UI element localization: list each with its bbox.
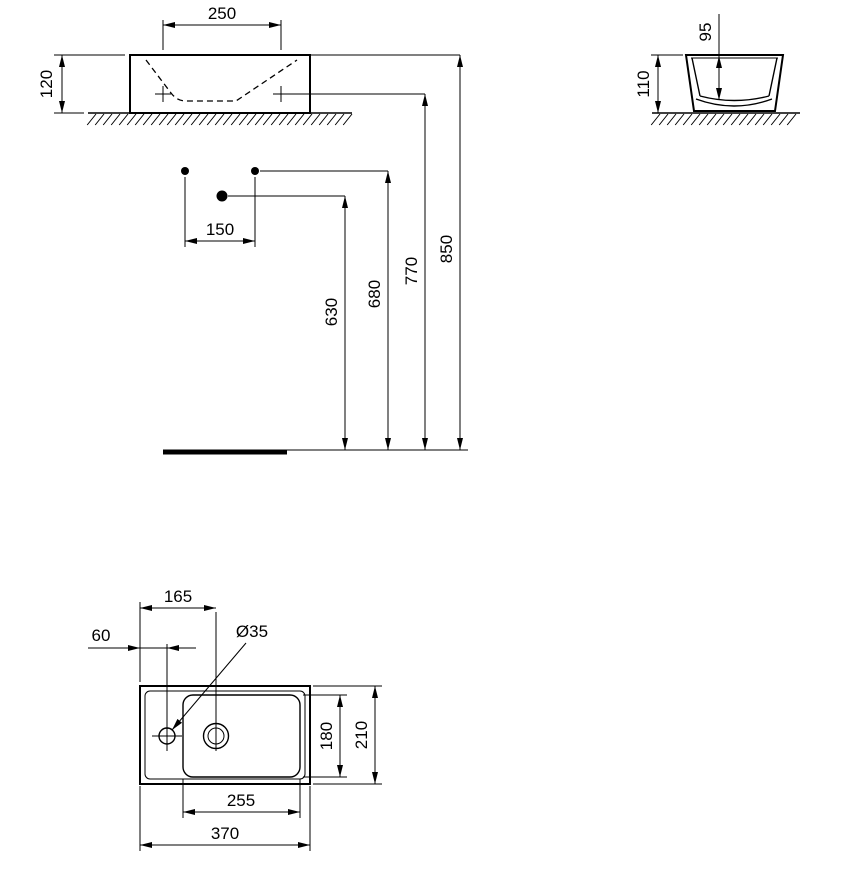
side-view: 95 110 [634, 14, 800, 126]
plan-view: 165 60 Ø35 180 210 [88, 587, 382, 851]
dim-bowl-width: 255 [182, 779, 301, 818]
dim-drain-height: 630 [322, 196, 348, 450]
basin-front-hidden-bowl [145, 59, 298, 102]
mounting-hole-right [251, 167, 259, 175]
basin-plan-outline [139, 685, 311, 785]
dim-tap-height: 770 [402, 94, 428, 450]
dim-rim-height: 850 [437, 55, 463, 450]
dim-bowl-depth-side-label: 95 [696, 23, 715, 42]
dim-bowl-width-label: 255 [227, 791, 255, 810]
tap-hole-diameter-callout: Ø35 [171, 622, 268, 731]
tap-hole-marks-front [155, 86, 289, 102]
wall-hatch-side [650, 113, 797, 126]
basin-plan-bowl [182, 694, 301, 778]
wall-hatch-front [86, 113, 353, 126]
drain-outlet-point [216, 190, 228, 202]
dim-side-height: 110 [634, 54, 683, 113]
basin-plan-rim [144, 690, 306, 780]
dim-drain-offset-label: 165 [164, 587, 192, 606]
dim-side-height-label: 110 [634, 70, 653, 97]
dim-bowl-depth-plan: 180 [303, 694, 347, 778]
dim-overall-width-label: 370 [211, 824, 239, 843]
dim-drain-height-label: 630 [322, 298, 341, 326]
dim-tap-spacing: 250 [162, 4, 282, 50]
dim-front-height-label: 120 [37, 70, 56, 98]
dim-front-height: 120 [37, 54, 125, 114]
dim-bowl-depth-side: 95 [696, 14, 722, 100]
dim-hole-spacing-label: 150 [206, 220, 234, 239]
dim-holes-height-label: 680 [365, 280, 384, 308]
basin-side-outline [684, 54, 785, 112]
basin-side-bowl-bottom [695, 95, 773, 107]
dim-rim-height-label: 850 [437, 235, 456, 263]
dim-bowl-depth-plan-label: 180 [317, 722, 336, 750]
dim-tap-offset: 60 [88, 626, 196, 651]
mounting-hole-left [181, 167, 189, 175]
dim-tap-spacing-label: 250 [208, 4, 236, 23]
dim-holes-height: 680 [365, 171, 391, 450]
dim-overall-depth: 210 [313, 685, 382, 785]
front-view: 250 120 150 630 680 [37, 4, 468, 455]
basin-front-outline [129, 54, 311, 114]
dim-overall-depth-label: 210 [352, 721, 371, 749]
dim-overall-width: 370 [139, 786, 311, 851]
dim-drain-offset: 165 [139, 587, 216, 682]
dim-tap-height-label: 770 [402, 257, 421, 285]
basin-side-walls [691, 57, 778, 97]
dim-hole-spacing: 150 [184, 177, 256, 247]
tap-hole-diameter-label: Ø35 [236, 622, 268, 641]
dim-tap-offset-label: 60 [92, 626, 111, 645]
